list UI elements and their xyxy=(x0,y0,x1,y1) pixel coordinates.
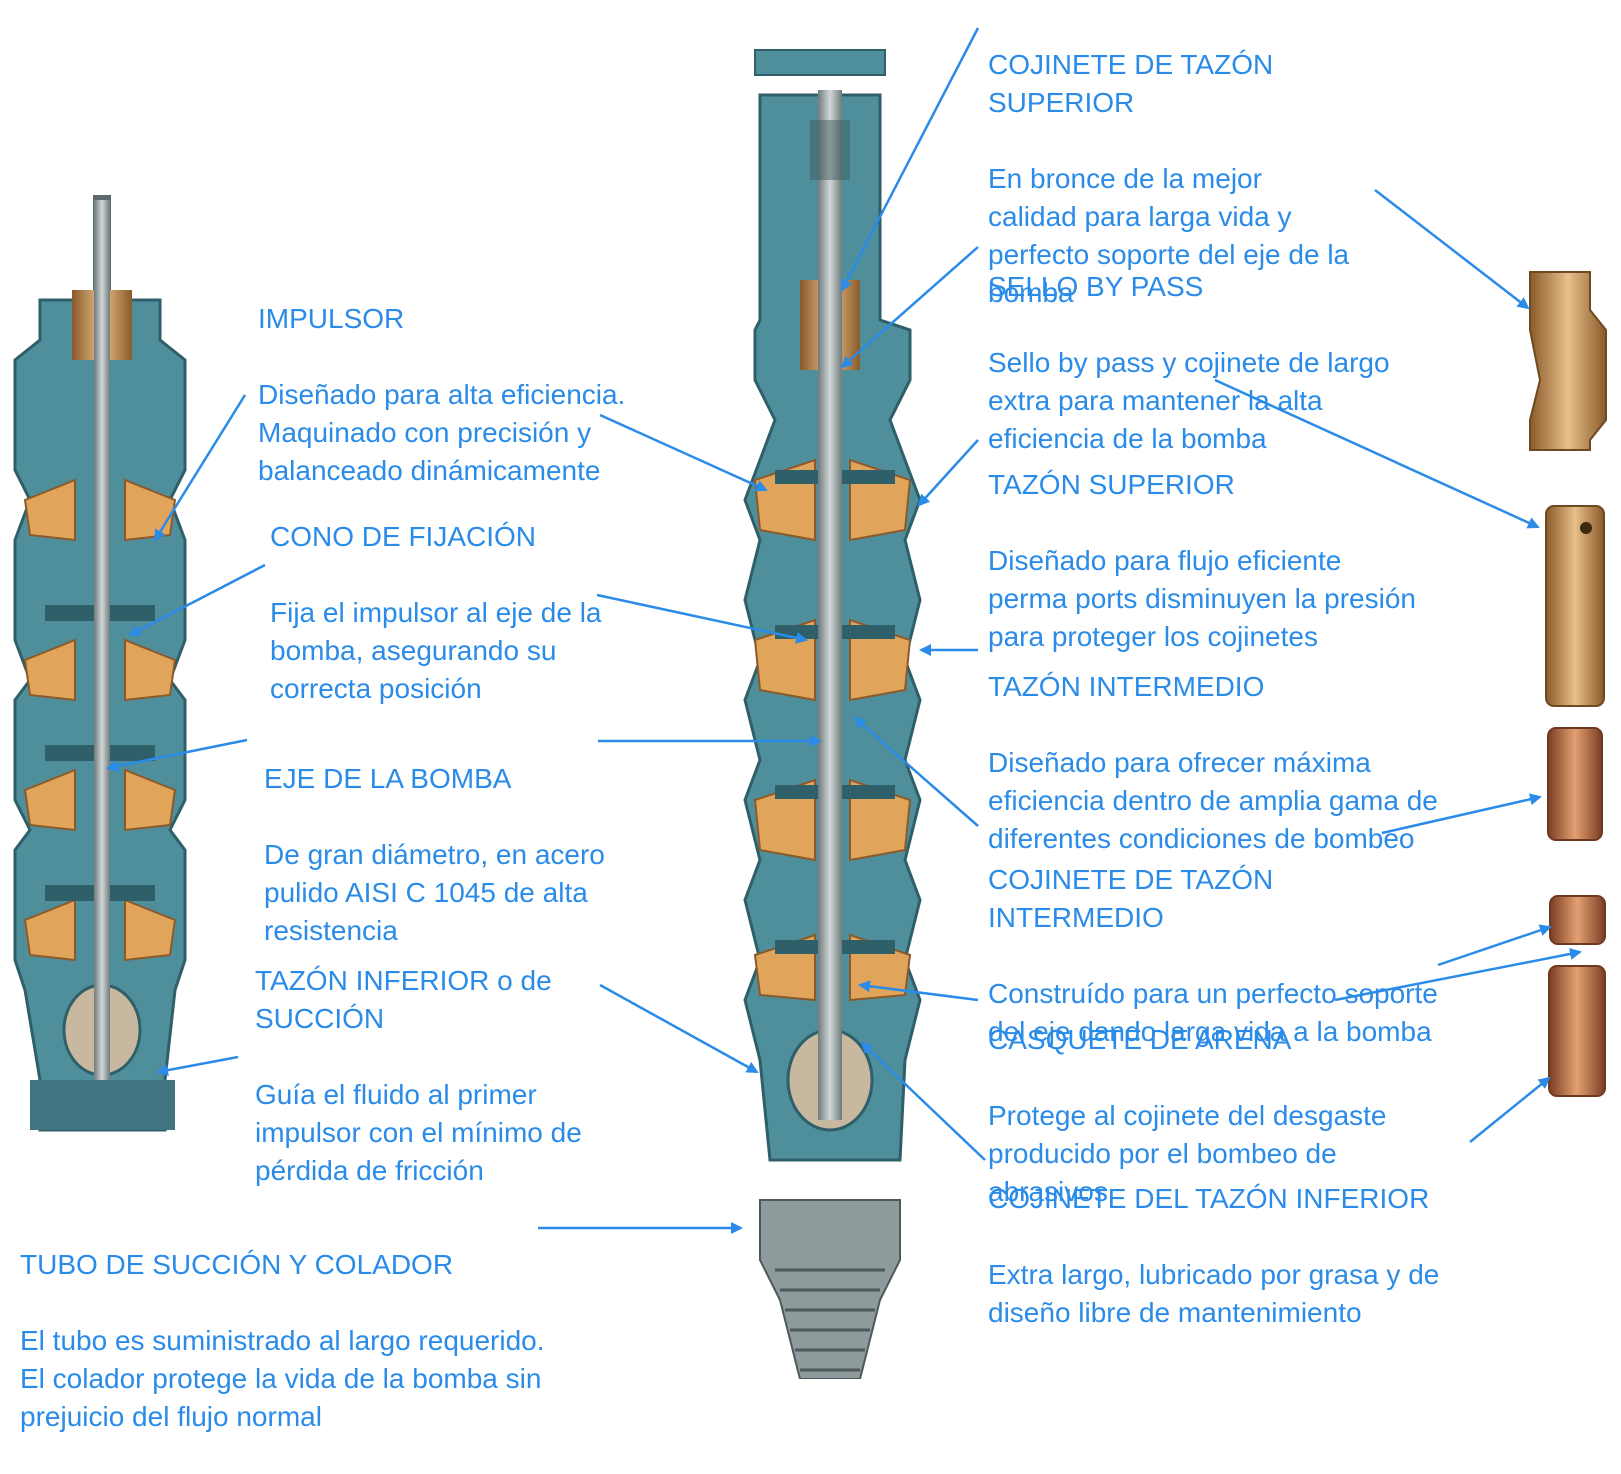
label-sello-title: SELLO BY PASS xyxy=(988,268,1390,306)
label-cono-fijacion: CONO DE FIJACIÓN Fija el impulsor al eje… xyxy=(270,480,602,746)
bearing-upper-part xyxy=(1530,272,1606,450)
leader-tazon-superior xyxy=(919,440,978,505)
label-cojinete-inferior-title: COJINETE DEL TAZÓN INFERIOR xyxy=(988,1180,1439,1218)
label-cojinete-intermedio-title: COJINETE DE TAZÓN INTERMEDIO xyxy=(988,861,1438,937)
center-pump-illustration xyxy=(745,50,920,1379)
label-tubo-title: TUBO DE SUCCIÓN Y COLADOR xyxy=(20,1246,545,1284)
label-impulsor-title: IMPULSOR xyxy=(258,300,625,338)
label-cono-title: CONO DE FIJACIÓN xyxy=(270,518,602,556)
label-tubo-succion: TUBO DE SUCCIÓN Y COLADOR El tubo es sum… xyxy=(20,1208,545,1474)
label-tazon-intermedio-title: TAZÓN INTERMEDIO xyxy=(988,668,1438,706)
label-casquete-title: CASQUETE DE ARENA xyxy=(988,1021,1387,1059)
label-cojinete-inferior-desc: Extra largo, lubricado por grasa y de di… xyxy=(988,1256,1439,1332)
label-cojinete-superior-title: COJINETE DE TAZÓN SUPERIOR xyxy=(988,46,1349,122)
label-impulsor-desc: Diseñado para alta eficiencia. Maquinado… xyxy=(258,376,625,490)
sand-cap-part xyxy=(1550,896,1605,944)
leader-tazon-inferior-left xyxy=(158,1057,238,1072)
leader-cojinete-intermedio-part2 xyxy=(1438,927,1550,965)
label-tazon-inferior-title: TAZÓN INFERIOR o de SUCCIÓN xyxy=(255,962,582,1038)
leader-tazon-inferior-center xyxy=(600,985,757,1072)
leader-cojinete-superior-part xyxy=(1375,190,1528,308)
left-pump-illustration xyxy=(15,195,185,1130)
leader-cojinete-inferior-part xyxy=(1470,1078,1549,1142)
bypass-seal-part xyxy=(1546,506,1604,706)
intermediate-bearing-part xyxy=(1548,728,1602,840)
label-tazon-inferior: TAZÓN INFERIOR o de SUCCIÓN Guía el flui… xyxy=(255,924,582,1228)
label-cojinete-inferior: COJINETE DEL TAZÓN INFERIOR Extra largo,… xyxy=(988,1142,1439,1370)
label-tazon-inferior-desc: Guía el fluido al primer impulsor con el… xyxy=(255,1076,582,1190)
label-cono-desc: Fija el impulsor al eje de la bomba, ase… xyxy=(270,594,602,708)
label-tazon-superior-title: TAZÓN SUPERIOR xyxy=(988,466,1416,504)
label-tubo-desc: El tubo es suministrado al largo requeri… xyxy=(20,1322,545,1436)
label-eje-title: EJE DE LA BOMBA xyxy=(264,760,605,798)
lower-bearing-part xyxy=(1549,966,1605,1096)
